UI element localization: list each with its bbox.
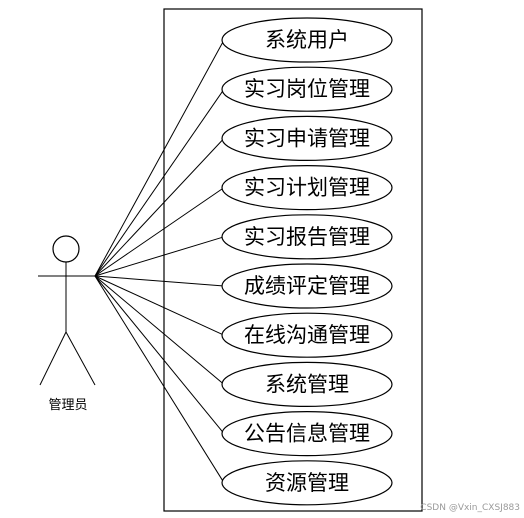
association-line [94, 275, 225, 434]
use-case-ellipse [221, 361, 393, 407]
actor-head [52, 235, 80, 263]
use-case: 成绩评定管理 [221, 263, 393, 309]
use-case-label: 公告信息管理 [244, 422, 370, 446]
use-case-ellipse [221, 263, 393, 309]
association-line [94, 236, 225, 277]
use-case-label: 实习报告管理 [244, 225, 370, 249]
watermark: CSDN @Vxin_CXSJ883 [420, 503, 520, 513]
association-line [94, 275, 225, 484]
use-case-label: 实习申请管理 [244, 126, 370, 150]
use-case-label: 系统用户 [265, 28, 349, 52]
use-case: 实习申请管理 [221, 115, 393, 161]
use-case-ellipse [221, 165, 393, 211]
association-line [94, 187, 225, 277]
actor-leg-left [39, 331, 67, 386]
use-case-ellipse [221, 312, 393, 358]
use-case-ellipse [221, 460, 393, 506]
use-case-group: 系统用户实习岗位管理实习申请管理实习计划管理实习报告管理成绩评定管理在线沟通管理… [221, 17, 393, 506]
use-case: 实习计划管理 [221, 165, 393, 211]
use-case-label: 资源管理 [265, 471, 349, 495]
use-case: 系统用户 [221, 17, 393, 63]
use-case-label: 成绩评定管理 [244, 274, 370, 298]
use-case-ellipse [221, 115, 393, 161]
association-line [94, 138, 225, 277]
use-case-label: 实习岗位管理 [244, 77, 370, 101]
association-lines [94, 39, 225, 484]
use-case: 公告信息管理 [221, 411, 393, 457]
actor-figure: 管理员 [38, 235, 96, 413]
association-line [94, 275, 225, 336]
use-case-ellipse [221, 17, 393, 63]
use-case: 实习报告管理 [221, 214, 393, 260]
use-case-ellipse [221, 66, 393, 112]
use-case: 资源管理 [221, 460, 393, 506]
use-case-ellipse [221, 411, 393, 457]
association-line [94, 88, 225, 277]
use-case-label: 系统管理 [265, 372, 349, 396]
use-case-label: 实习计划管理 [244, 176, 370, 200]
use-case: 在线沟通管理 [221, 312, 393, 358]
use-case-ellipse [221, 214, 393, 260]
actor-leg-right [65, 331, 96, 386]
system-boundary [163, 8, 423, 512]
use-case-label: 在线沟通管理 [244, 323, 370, 347]
use-case: 实习岗位管理 [221, 66, 393, 112]
association-line [94, 275, 225, 385]
association-line [94, 39, 225, 277]
association-line [94, 275, 225, 287]
use-case: 系统管理 [221, 361, 393, 407]
actor-label: 管理员 [48, 398, 87, 413]
